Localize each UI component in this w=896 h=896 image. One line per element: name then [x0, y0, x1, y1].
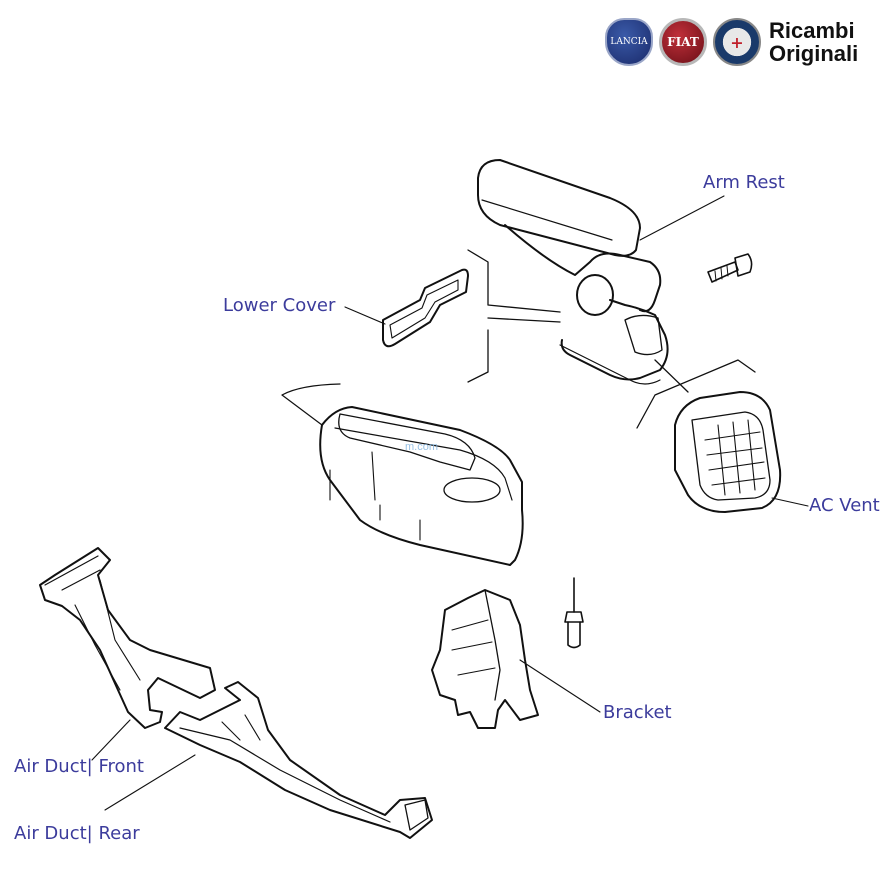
brand-title: Ricambi Originali	[769, 19, 858, 65]
screw-part	[707, 253, 753, 283]
center-console-part	[281, 383, 524, 566]
rivet-part	[564, 577, 584, 649]
air-duct-rear-part	[164, 681, 433, 839]
bracket-part	[431, 589, 539, 729]
brand-header: LANCIA FIAT + Ricambi Originali	[605, 18, 858, 66]
leader-lines	[91, 195, 809, 811]
arm-rest-leader-lines	[467, 249, 756, 429]
label-bracket: Bracket	[603, 702, 672, 723]
alfa-romeo-logo-icon: +	[713, 18, 761, 66]
brand-title-line2: Originali	[769, 41, 859, 66]
label-air-duct-front: Air Duct| Front	[14, 756, 144, 777]
label-air-duct-rear: Air Duct| Rear	[14, 823, 140, 844]
arm-rest-part	[477, 159, 669, 385]
watermark: m.com	[405, 441, 438, 453]
air-duct-front-part	[39, 547, 216, 729]
fiat-logo-icon: FIAT	[659, 18, 707, 66]
brand-title-line1: Ricambi	[769, 17, 855, 43]
label-ac-vent: AC Vent	[809, 495, 880, 516]
fiat-logo-text: FIAT	[667, 35, 699, 49]
lancia-logo-text: LANCIA	[610, 37, 648, 47]
ac-vent-part	[674, 391, 782, 513]
label-lower-cover: Lower Cover	[223, 295, 336, 316]
lower-cover-part	[382, 268, 469, 348]
lancia-logo-icon: LANCIA	[605, 18, 653, 66]
label-arm-rest: Arm Rest	[703, 172, 785, 193]
